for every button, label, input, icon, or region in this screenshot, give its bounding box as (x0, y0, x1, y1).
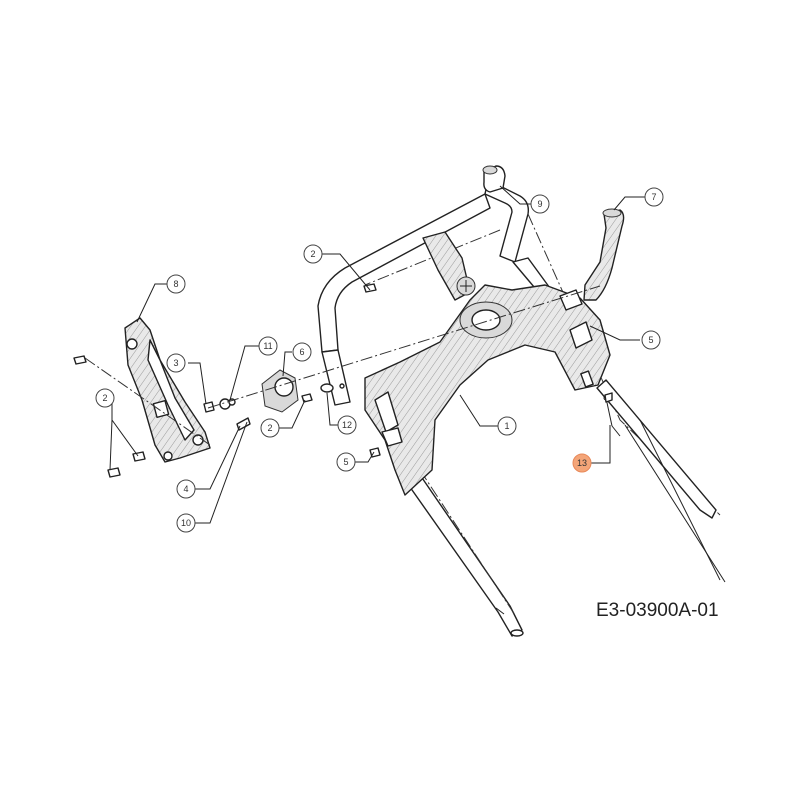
svg-text:6: 6 (299, 347, 304, 357)
svg-text:4: 4 (183, 484, 188, 494)
callout-11: 11 (258, 336, 278, 356)
callout-12: 12 (337, 415, 357, 435)
handle-end-cap (482, 165, 506, 193)
callout-2: 2 (260, 418, 280, 438)
callout-5: 5 (641, 330, 661, 350)
svg-text:13: 13 (577, 458, 587, 468)
callout-9: 9 (530, 194, 550, 214)
svg-text:5: 5 (343, 457, 348, 467)
switch-assembly (84, 285, 601, 446)
control-lever (583, 208, 625, 301)
svg-text:2: 2 (310, 249, 315, 259)
svg-text:2: 2 (102, 393, 107, 403)
svg-text:10: 10 (181, 518, 191, 528)
lower-handle-tubes (404, 379, 726, 637)
callout-2: 2 (95, 388, 115, 408)
svg-text:11: 11 (263, 341, 272, 351)
handle-console-housing (364, 231, 611, 496)
callout-6: 6 (292, 342, 312, 362)
svg-text:12: 12 (342, 420, 352, 430)
callout-8: 8 (166, 274, 186, 294)
side-cover-bracket (124, 317, 211, 463)
callout-4: 4 (176, 479, 196, 499)
svg-text:1: 1 (504, 421, 509, 431)
callout-5: 5 (336, 452, 356, 472)
callout-7: 7 (644, 187, 664, 207)
callout-10: 10 (176, 513, 196, 533)
svg-text:8: 8 (173, 279, 178, 289)
svg-text:5: 5 (648, 335, 653, 345)
svg-text:2: 2 (267, 423, 272, 433)
callout-3: 3 (166, 353, 186, 373)
callout-2: 2 (303, 244, 323, 264)
callout-13-highlighted: 13 (572, 453, 592, 473)
svg-text:3: 3 (173, 358, 178, 368)
svg-text:7: 7 (651, 192, 656, 202)
svg-text:9: 9 (537, 199, 542, 209)
drawing-code: E3-03900A-01 (596, 600, 719, 621)
leader-lines (109, 185, 645, 524)
callout-1: 1 (497, 416, 517, 436)
